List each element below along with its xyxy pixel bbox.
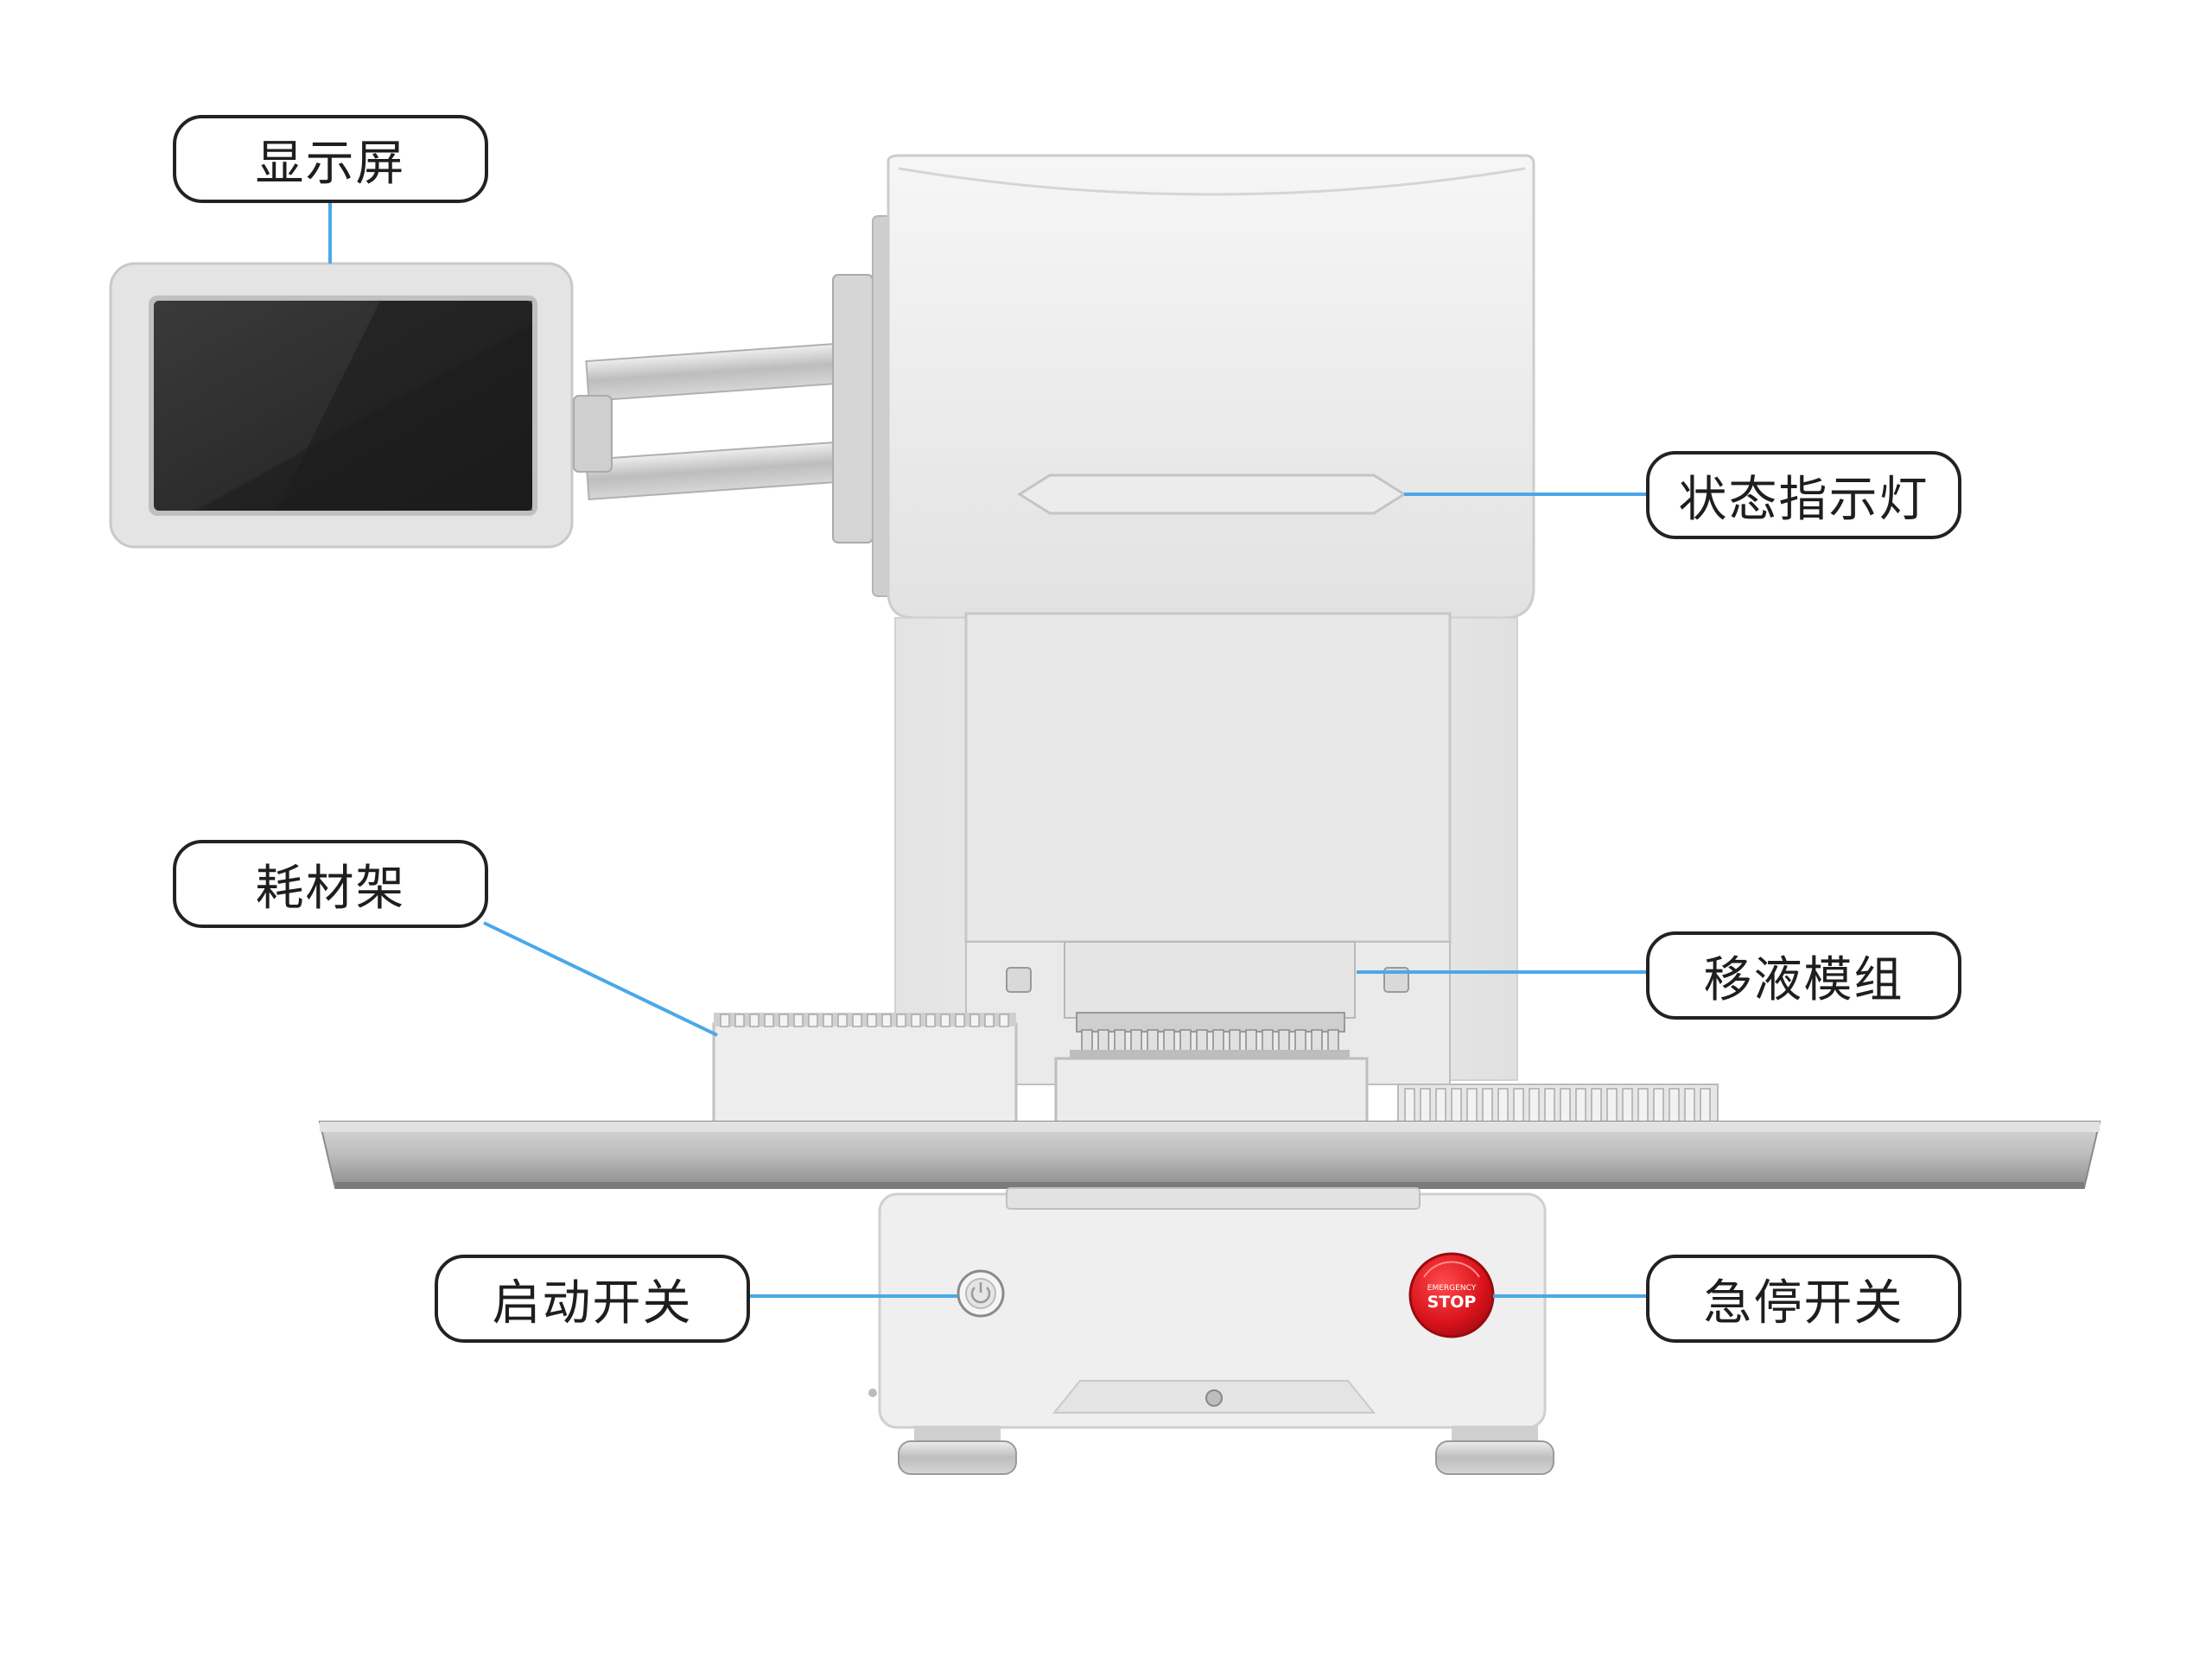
rack-slot [984,1014,995,1027]
tip-slot [1404,1088,1415,1124]
tip-slot [1560,1088,1571,1124]
callout-emergency-stop: 急停开关 [1646,1255,1961,1343]
rack-slot [734,1014,745,1027]
estop-small-text: EMERGENCY [1427,1284,1477,1293]
rack-slot [793,1014,804,1027]
tip-slot [1451,1088,1462,1124]
rack-slot [955,1014,965,1027]
pipette-tip [1114,1029,1126,1053]
tip-slot [1466,1088,1478,1124]
estop-stop-text: STOP [1427,1293,1477,1312]
rack-slot [852,1014,862,1027]
pipette-tip [1212,1029,1224,1053]
pipette-tip [1327,1029,1339,1053]
rack-slot [940,1014,950,1027]
tip-slot [1420,1088,1431,1124]
rack-slot [925,1014,936,1027]
center-plate [1054,1057,1369,1129]
rack-slot [823,1014,833,1027]
tip-slot [1684,1088,1695,1124]
pipette-tip [1294,1029,1306,1053]
tip-slot [1591,1088,1602,1124]
rack-slot [867,1014,877,1027]
rack-slot [969,1014,980,1027]
rack-slot [999,1014,1009,1027]
tip-slot [1669,1088,1680,1124]
callout-pipetting-module: 移液模组 [1646,931,1961,1020]
tip-slot [1637,1088,1649,1124]
tip-slot [1544,1088,1555,1124]
tip-slot [1513,1088,1524,1124]
rack-slot [911,1014,921,1027]
deck-tray [318,1121,2101,1189]
tip-slot [1700,1088,1711,1124]
callout-power-switch: 启动开关 [435,1255,750,1343]
rack-slot [881,1014,892,1027]
leader-rack [483,921,718,1037]
tip-slot [1529,1088,1540,1124]
pipette-tip [1311,1029,1323,1053]
rack-slot [808,1014,818,1027]
pipette-tip [1278,1029,1290,1053]
callout-consumable-rack: 耗材架 [173,840,488,928]
pipette-tip [1229,1029,1241,1053]
rack-slots [720,1014,1009,1027]
rack-slot [720,1014,730,1027]
leader-lines [328,203,1646,1298]
tip-slot [1482,1088,1493,1124]
rack-slot [764,1014,774,1027]
feet [898,1426,1554,1475]
pipette-tip [1130,1029,1142,1053]
rack-slot [837,1014,848,1027]
tip-slot [1435,1088,1446,1124]
pipette-tip [1179,1029,1192,1053]
rack-slot [896,1014,906,1027]
tip-slot [1575,1088,1586,1124]
callout-status-light: 状态指示灯 [1646,451,1961,539]
rack-slot [749,1014,760,1027]
pipette-tip [1245,1029,1257,1053]
tip-slot [1606,1088,1618,1124]
callout-display: 显示屏 [173,115,488,203]
consumable-rack [712,1013,1018,1125]
rack-slot [779,1014,789,1027]
pipetting-head [1006,941,1409,1058]
base-unit [878,1187,1547,1429]
pipette-tip [1097,1029,1109,1053]
tip-slot [1622,1088,1633,1124]
power-button[interactable] [957,1269,1005,1318]
main-column [894,612,1518,1085]
tip-slot [1497,1088,1509,1124]
pipette-tip [1196,1029,1208,1053]
emergency-stop-button[interactable]: EMERGENCY STOP [1408,1252,1495,1338]
top-housing [887,154,1535,620]
tip-slot [1653,1088,1664,1124]
pipette-tip [1163,1029,1175,1053]
pipette-tip [1147,1029,1159,1053]
status-light-bar [1017,474,1407,515]
pipette-tip [1262,1029,1274,1053]
display-screen [109,262,574,549]
display-arm [573,215,894,597]
pipette-tip [1081,1029,1093,1053]
power-icon [970,1282,991,1304]
